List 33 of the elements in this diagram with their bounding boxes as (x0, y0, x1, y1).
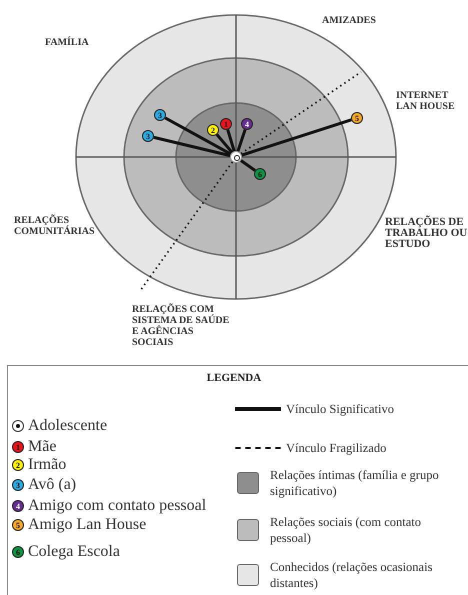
legend-title: LEGENDA (206, 372, 262, 384)
legend-text: Vínculo Fragilizado (286, 440, 386, 456)
legend-text: Irmão (28, 455, 66, 474)
legend-number: 3 (15, 480, 21, 491)
legend-text: Amigo com contato pessoal (28, 496, 206, 515)
dotted-link-line (139, 161, 234, 292)
legend-text: Avô (a) (28, 475, 76, 494)
legend-text: Mãe (28, 437, 56, 456)
quadrant-label: RELAÇÕES DE TRABALHO OU ESTUDO (385, 217, 468, 250)
legend-text: Colega Escola (28, 542, 120, 561)
quadrant-label: RELAÇÕES COMUNITÁRIAS (14, 215, 96, 237)
dotted-link-line (240, 71, 362, 154)
legend-text: Relações íntimas (família e grupo significativo) (270, 467, 440, 499)
link-line (240, 159, 256, 172)
legend-text: Vínculo Significativo (286, 401, 394, 417)
link-line (226, 129, 236, 152)
legend-text: Conhecidos (relações ocasionais distantes) (270, 559, 434, 591)
legend-text: Relações sociais (com contato pessoal) (270, 514, 422, 546)
quadrant-label: INTERNET LAN HOUSE (396, 90, 456, 112)
link-line (164, 116, 232, 156)
legend-number: 2 (15, 460, 21, 471)
link-line (154, 136, 230, 158)
legend-text: Amigo Lan House (28, 515, 146, 534)
link-line (216, 134, 234, 154)
quadrant-label: FAMÍLIA (45, 37, 89, 48)
quadrant-label: RELAÇÕES COM SISTEMA DE SAÚDE E AGÊNCIAS SOCIAIS (132, 304, 230, 348)
legend-number: 5 (15, 520, 21, 531)
legend-number: 6 (15, 547, 21, 558)
legend-number: 1 (15, 442, 21, 453)
legend-text: Adolescente (28, 416, 108, 435)
link-line (236, 129, 247, 152)
legend-number: 4 (15, 501, 21, 512)
quadrant-label: AMIZADES (322, 15, 376, 26)
